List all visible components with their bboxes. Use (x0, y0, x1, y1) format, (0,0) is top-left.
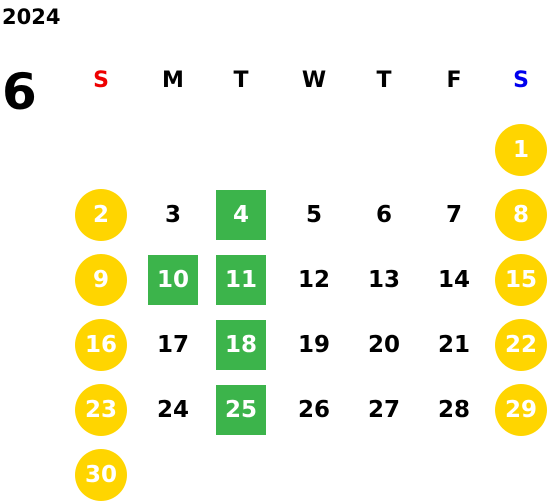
weekday-header-6: S (513, 68, 529, 93)
day-21[interactable]: 21 (437, 331, 470, 358)
day-13[interactable]: 13 (367, 266, 400, 293)
day-20[interactable]: 20 (367, 331, 400, 358)
highlighted-day-11[interactable]: 11 (216, 255, 266, 305)
highlighted-day-4[interactable]: 4 (216, 190, 266, 240)
day-14[interactable]: 14 (437, 266, 470, 293)
month-number: 6 (2, 63, 37, 121)
day-17[interactable]: 17 (156, 331, 189, 358)
weekday-header-5: F (446, 68, 462, 93)
day-19[interactable]: 19 (297, 331, 330, 358)
weekend-day-15[interactable]: 15 (495, 254, 547, 306)
weekday-header-0: S (93, 68, 109, 93)
day-27[interactable]: 27 (367, 396, 400, 423)
day-12[interactable]: 12 (297, 266, 330, 293)
highlighted-day-10[interactable]: 10 (148, 255, 198, 305)
weekend-day-22[interactable]: 22 (495, 319, 547, 371)
day-6[interactable]: 6 (375, 201, 392, 228)
weekend-day-9[interactable]: 9 (75, 254, 127, 306)
day-26[interactable]: 26 (297, 396, 330, 423)
highlighted-day-25[interactable]: 25 (216, 385, 266, 435)
highlighted-day-18[interactable]: 18 (216, 320, 266, 370)
weekend-day-1[interactable]: 1 (495, 124, 547, 176)
year-label: 2024 (2, 5, 61, 29)
weekend-day-29[interactable]: 29 (495, 384, 547, 436)
weekend-day-30[interactable]: 30 (75, 449, 127, 501)
weekend-day-16[interactable]: 16 (75, 319, 127, 371)
weekday-header-2: T (233, 68, 249, 93)
weekend-day-8[interactable]: 8 (495, 189, 547, 241)
weekend-day-2[interactable]: 2 (75, 189, 127, 241)
weekday-header-3: W (301, 68, 327, 93)
day-5[interactable]: 5 (305, 201, 322, 228)
day-28[interactable]: 28 (437, 396, 470, 423)
weekend-day-23[interactable]: 23 (75, 384, 127, 436)
day-3[interactable]: 3 (164, 201, 181, 228)
day-7[interactable]: 7 (445, 201, 462, 228)
weekday-header-4: T (376, 68, 392, 93)
weekday-header-1: M (162, 68, 184, 93)
day-24[interactable]: 24 (156, 396, 189, 423)
